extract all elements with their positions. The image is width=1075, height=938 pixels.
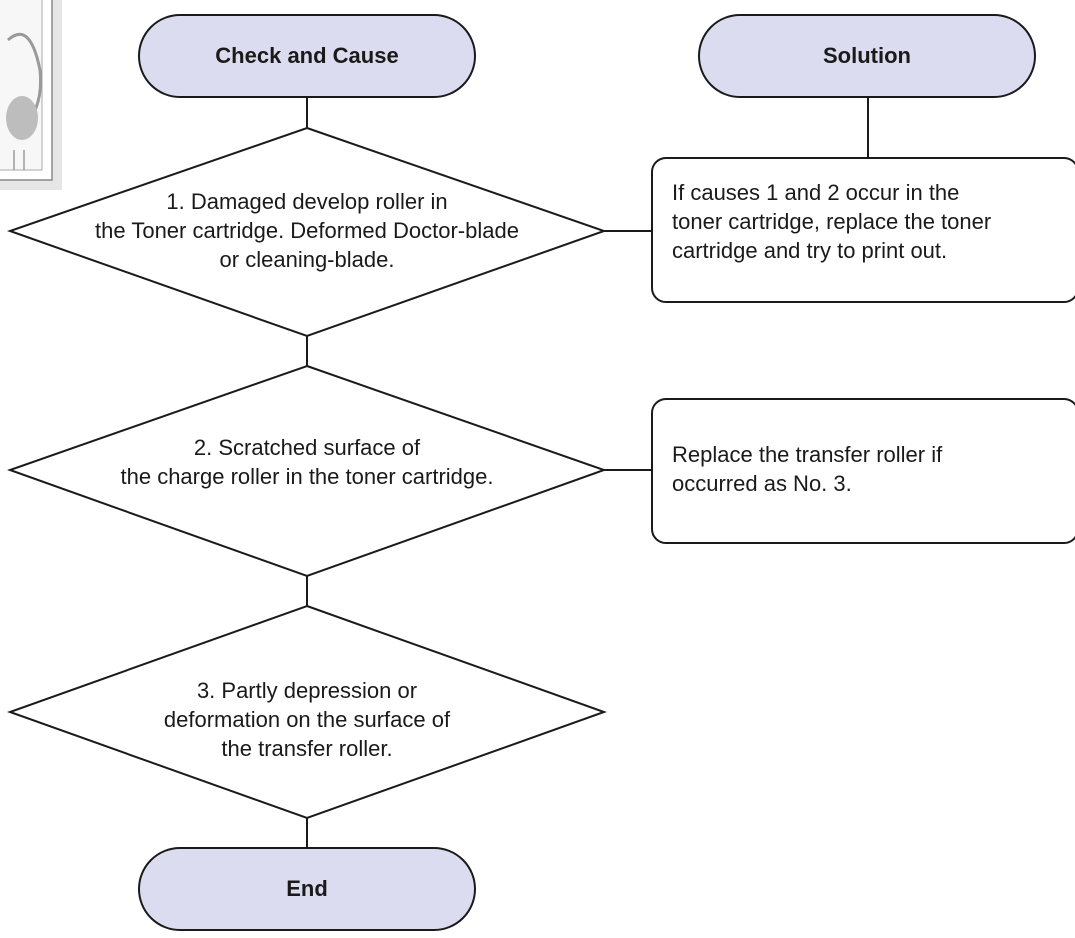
check-1-text: 1. Damaged develop roller in the Toner c… (95, 189, 519, 272)
page-corner-thumbnail (0, 0, 62, 190)
solution-1-box (651, 157, 1075, 303)
start-label: Check and Cause (215, 43, 399, 68)
check-3-text: 3. Partly depression or deformation on t… (163, 678, 451, 761)
check-2-text: 2. Scratched surface of the charge rolle… (120, 435, 494, 489)
end-label: End (286, 876, 328, 901)
solution-1-text: If causes 1 and 2 occur in the toner car… (672, 180, 992, 263)
solution-2-text: Replace the transfer roller if occurred … (672, 442, 943, 496)
solution-2-box (651, 398, 1075, 544)
start-terminal (138, 14, 476, 98)
check-2-decision (6, 364, 608, 578)
check-1-decision (6, 126, 608, 338)
solution-header-label: Solution (823, 43, 911, 68)
check-3-decision (7, 604, 607, 820)
end-terminal (138, 847, 476, 931)
solution-header-terminal (698, 14, 1036, 98)
